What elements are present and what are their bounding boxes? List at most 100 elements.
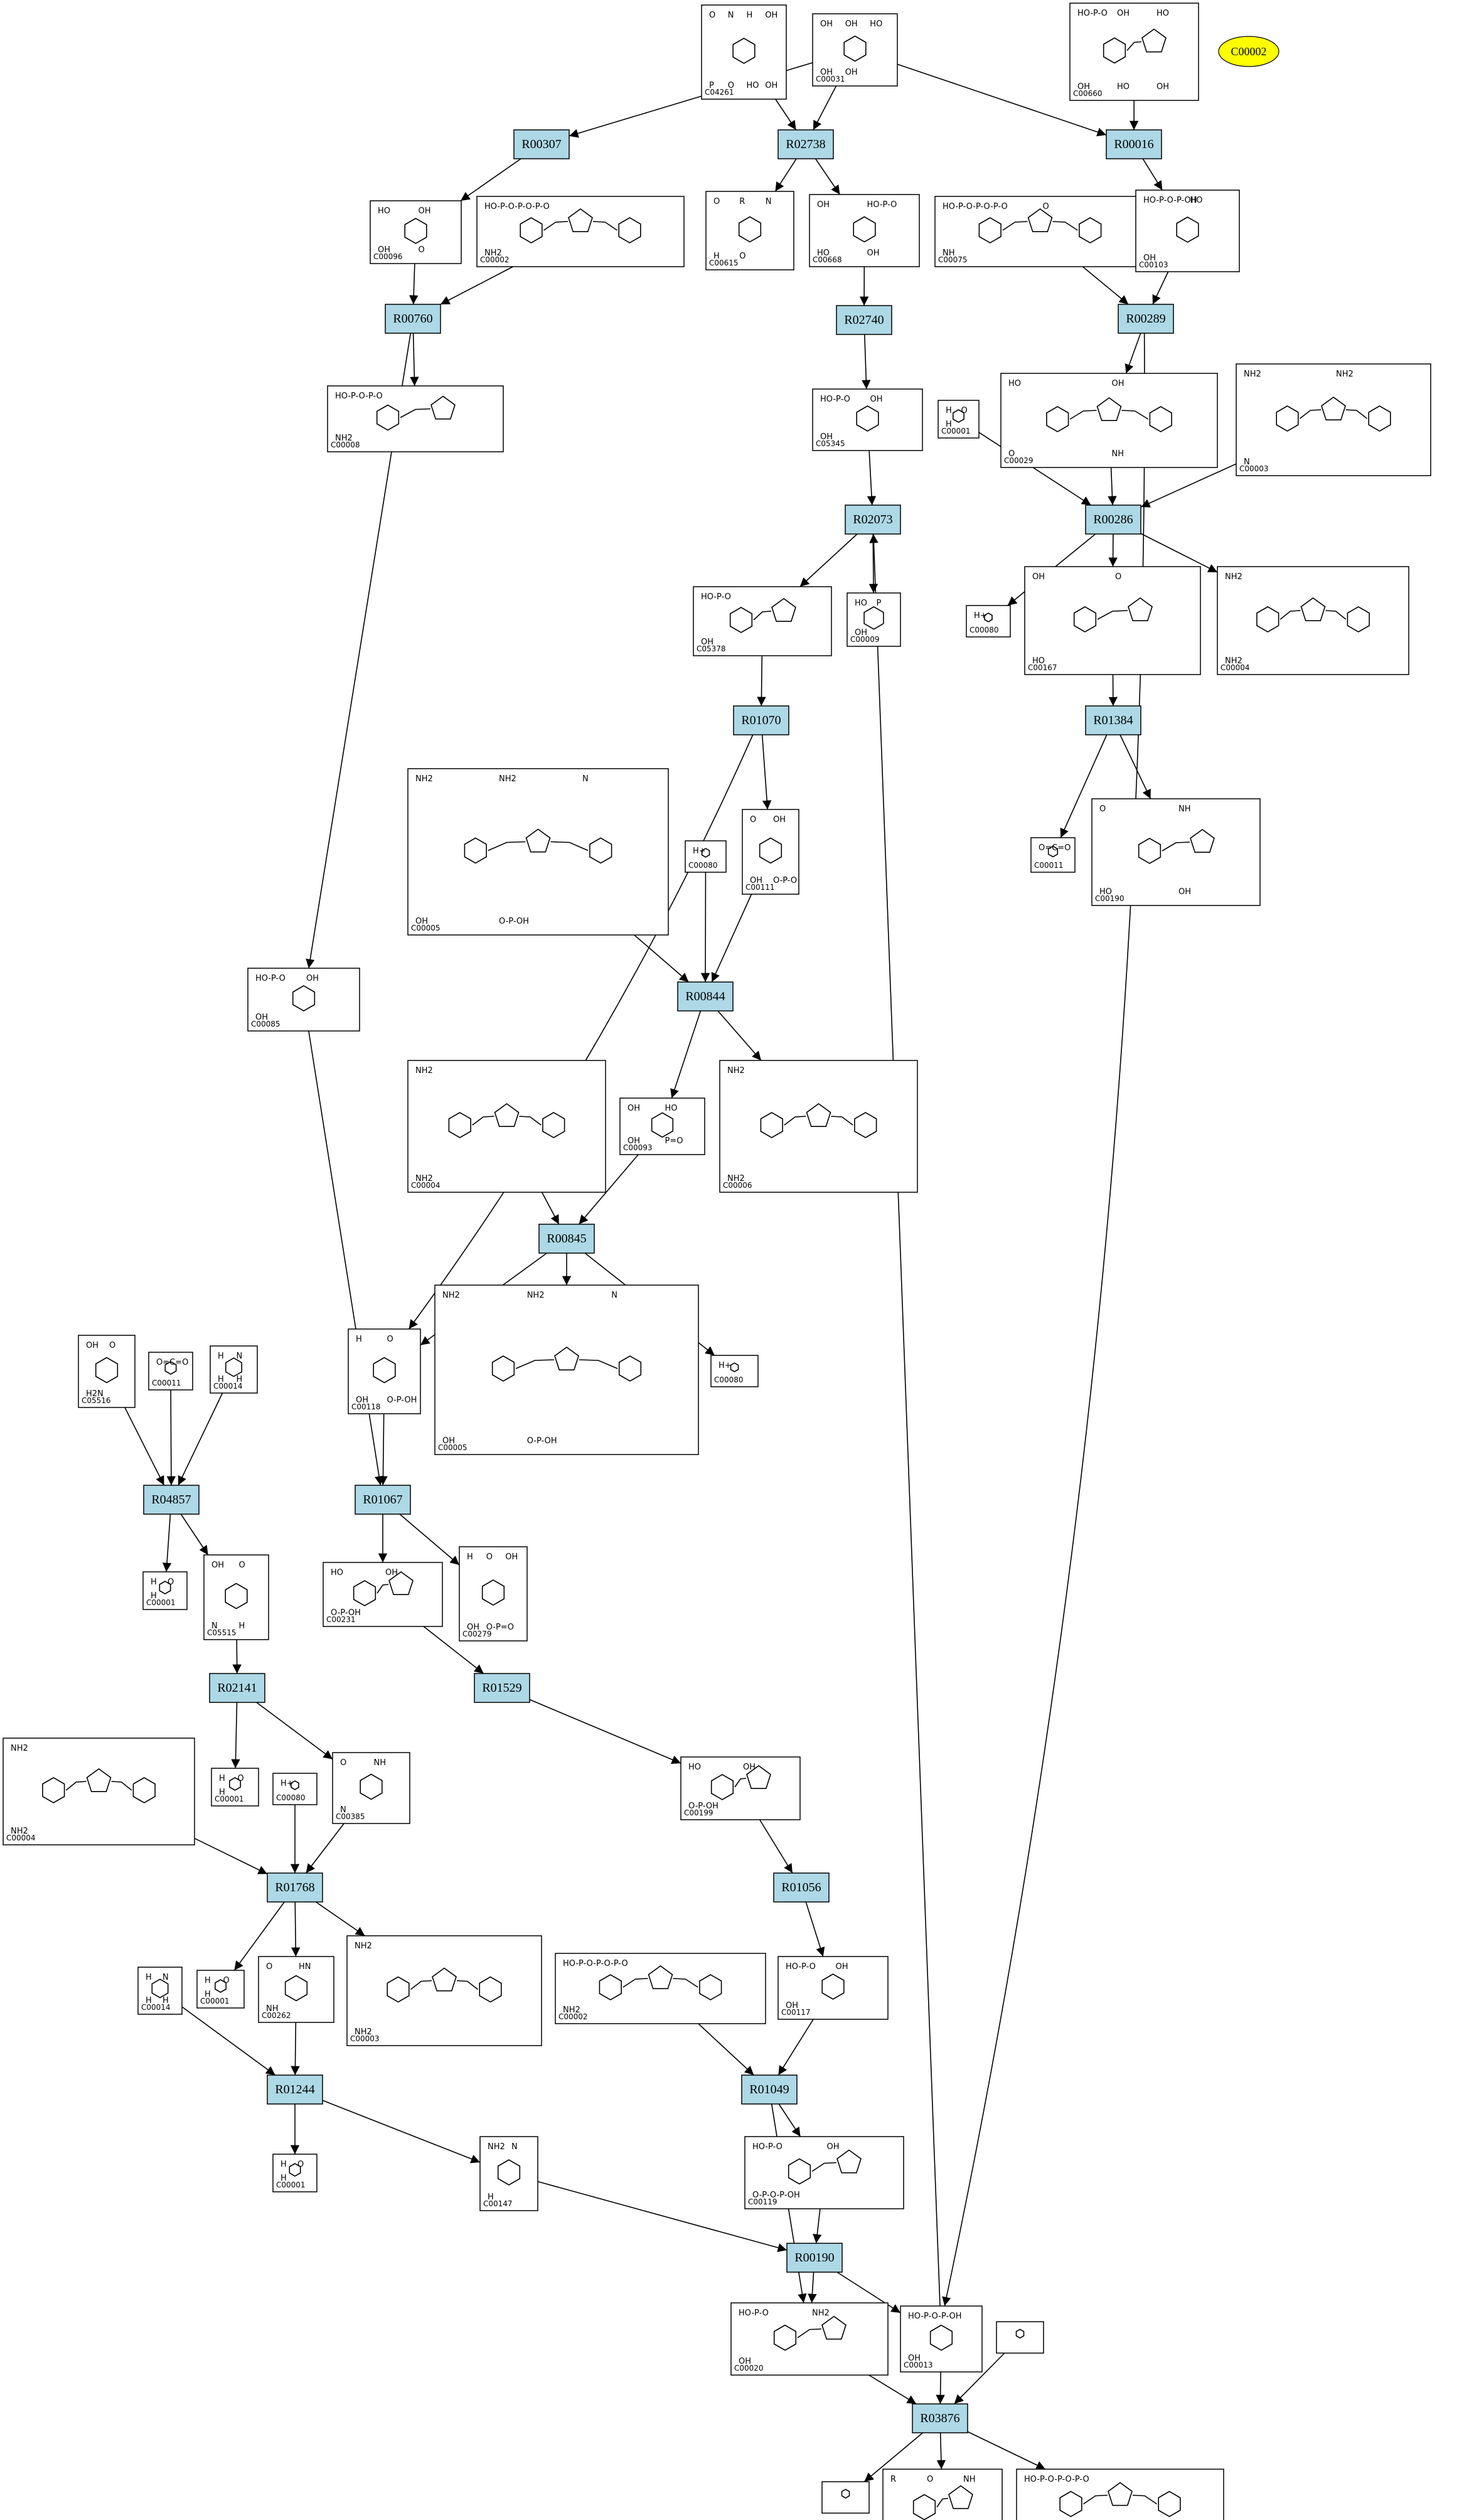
- ring-shape: [387, 1976, 410, 2003]
- reaction-R02738[interactable]: R02738: [777, 129, 834, 159]
- reaction-R01529[interactable]: R01529: [474, 1673, 530, 1703]
- compound-C00080d[interactable]: H+C00080: [272, 1773, 318, 1805]
- atom-label: OH: [820, 19, 833, 29]
- reaction-R00286[interactable]: R00286: [1085, 505, 1141, 535]
- compound-C00080a[interactable]: H+C00080: [966, 605, 1011, 638]
- reaction-R00845[interactable]: R00845: [538, 1224, 595, 1254]
- ring-shape: [479, 1976, 502, 2003]
- reaction-R01768[interactable]: R01768: [267, 1872, 323, 1903]
- edge-R02141-to-C00001c: [231, 1702, 240, 1769]
- atom-label: HO: [378, 206, 390, 216]
- compound-blank2[interactable]: [996, 2321, 1044, 2354]
- highlight-compound[interactable]: C00002: [1218, 36, 1279, 67]
- ring-shape: [525, 828, 551, 853]
- compound-label: C00029: [1004, 456, 1034, 465]
- reaction-R00844[interactable]: R00844: [677, 981, 734, 1012]
- ring-shape: [228, 1777, 242, 1791]
- reaction-R02740[interactable]: R02740: [836, 305, 892, 335]
- reaction-label: R01056: [781, 1881, 821, 1894]
- compound-label: C00014: [213, 1382, 243, 1391]
- reaction-R00307[interactable]: R00307: [513, 129, 570, 159]
- reaction-R01049[interactable]: R01049: [741, 2074, 798, 2105]
- reaction-R02141[interactable]: R02141: [209, 1673, 265, 1703]
- reaction-R01244[interactable]: R01244: [267, 2074, 323, 2105]
- ring-shape: [1027, 208, 1053, 233]
- atom-label: O: [1115, 572, 1121, 582]
- edge-R01384-to-C00190: [1119, 734, 1151, 799]
- reaction-R02073[interactable]: R02073: [845, 505, 901, 535]
- atom-label: NH2: [415, 1066, 433, 1076]
- bond-line: [831, 1116, 853, 1126]
- atom-label: OH: [505, 1552, 518, 1562]
- compound-C00080b[interactable]: H+C00080: [685, 840, 727, 873]
- reaction-R00190[interactable]: R00190: [786, 2243, 843, 2273]
- reaction-R00289[interactable]: R00289: [1118, 304, 1174, 334]
- reaction-R01070[interactable]: R01070: [733, 705, 789, 735]
- compound-C00080c[interactable]: H+C00080: [710, 1355, 759, 1387]
- reaction-R04857[interactable]: R04857: [143, 1485, 200, 1515]
- compound-blank1[interactable]: [821, 2481, 870, 2514]
- reaction-R01067[interactable]: R01067: [355, 1485, 411, 1515]
- reaction-R00760[interactable]: R00760: [385, 304, 441, 334]
- compound-box: [1016, 2469, 1224, 2520]
- atom-label: OH: [765, 11, 777, 20]
- reaction-R01384[interactable]: R01384: [1085, 705, 1141, 735]
- reaction-R00016[interactable]: R00016: [1106, 129, 1162, 159]
- bond-line: [734, 1778, 747, 1788]
- reaction-R01056[interactable]: R01056: [773, 1872, 830, 1903]
- reaction-R03876[interactable]: R03876: [912, 2403, 968, 2433]
- compound-C02188[interactable]: RONHR'NH2C02188: [882, 2469, 1003, 2520]
